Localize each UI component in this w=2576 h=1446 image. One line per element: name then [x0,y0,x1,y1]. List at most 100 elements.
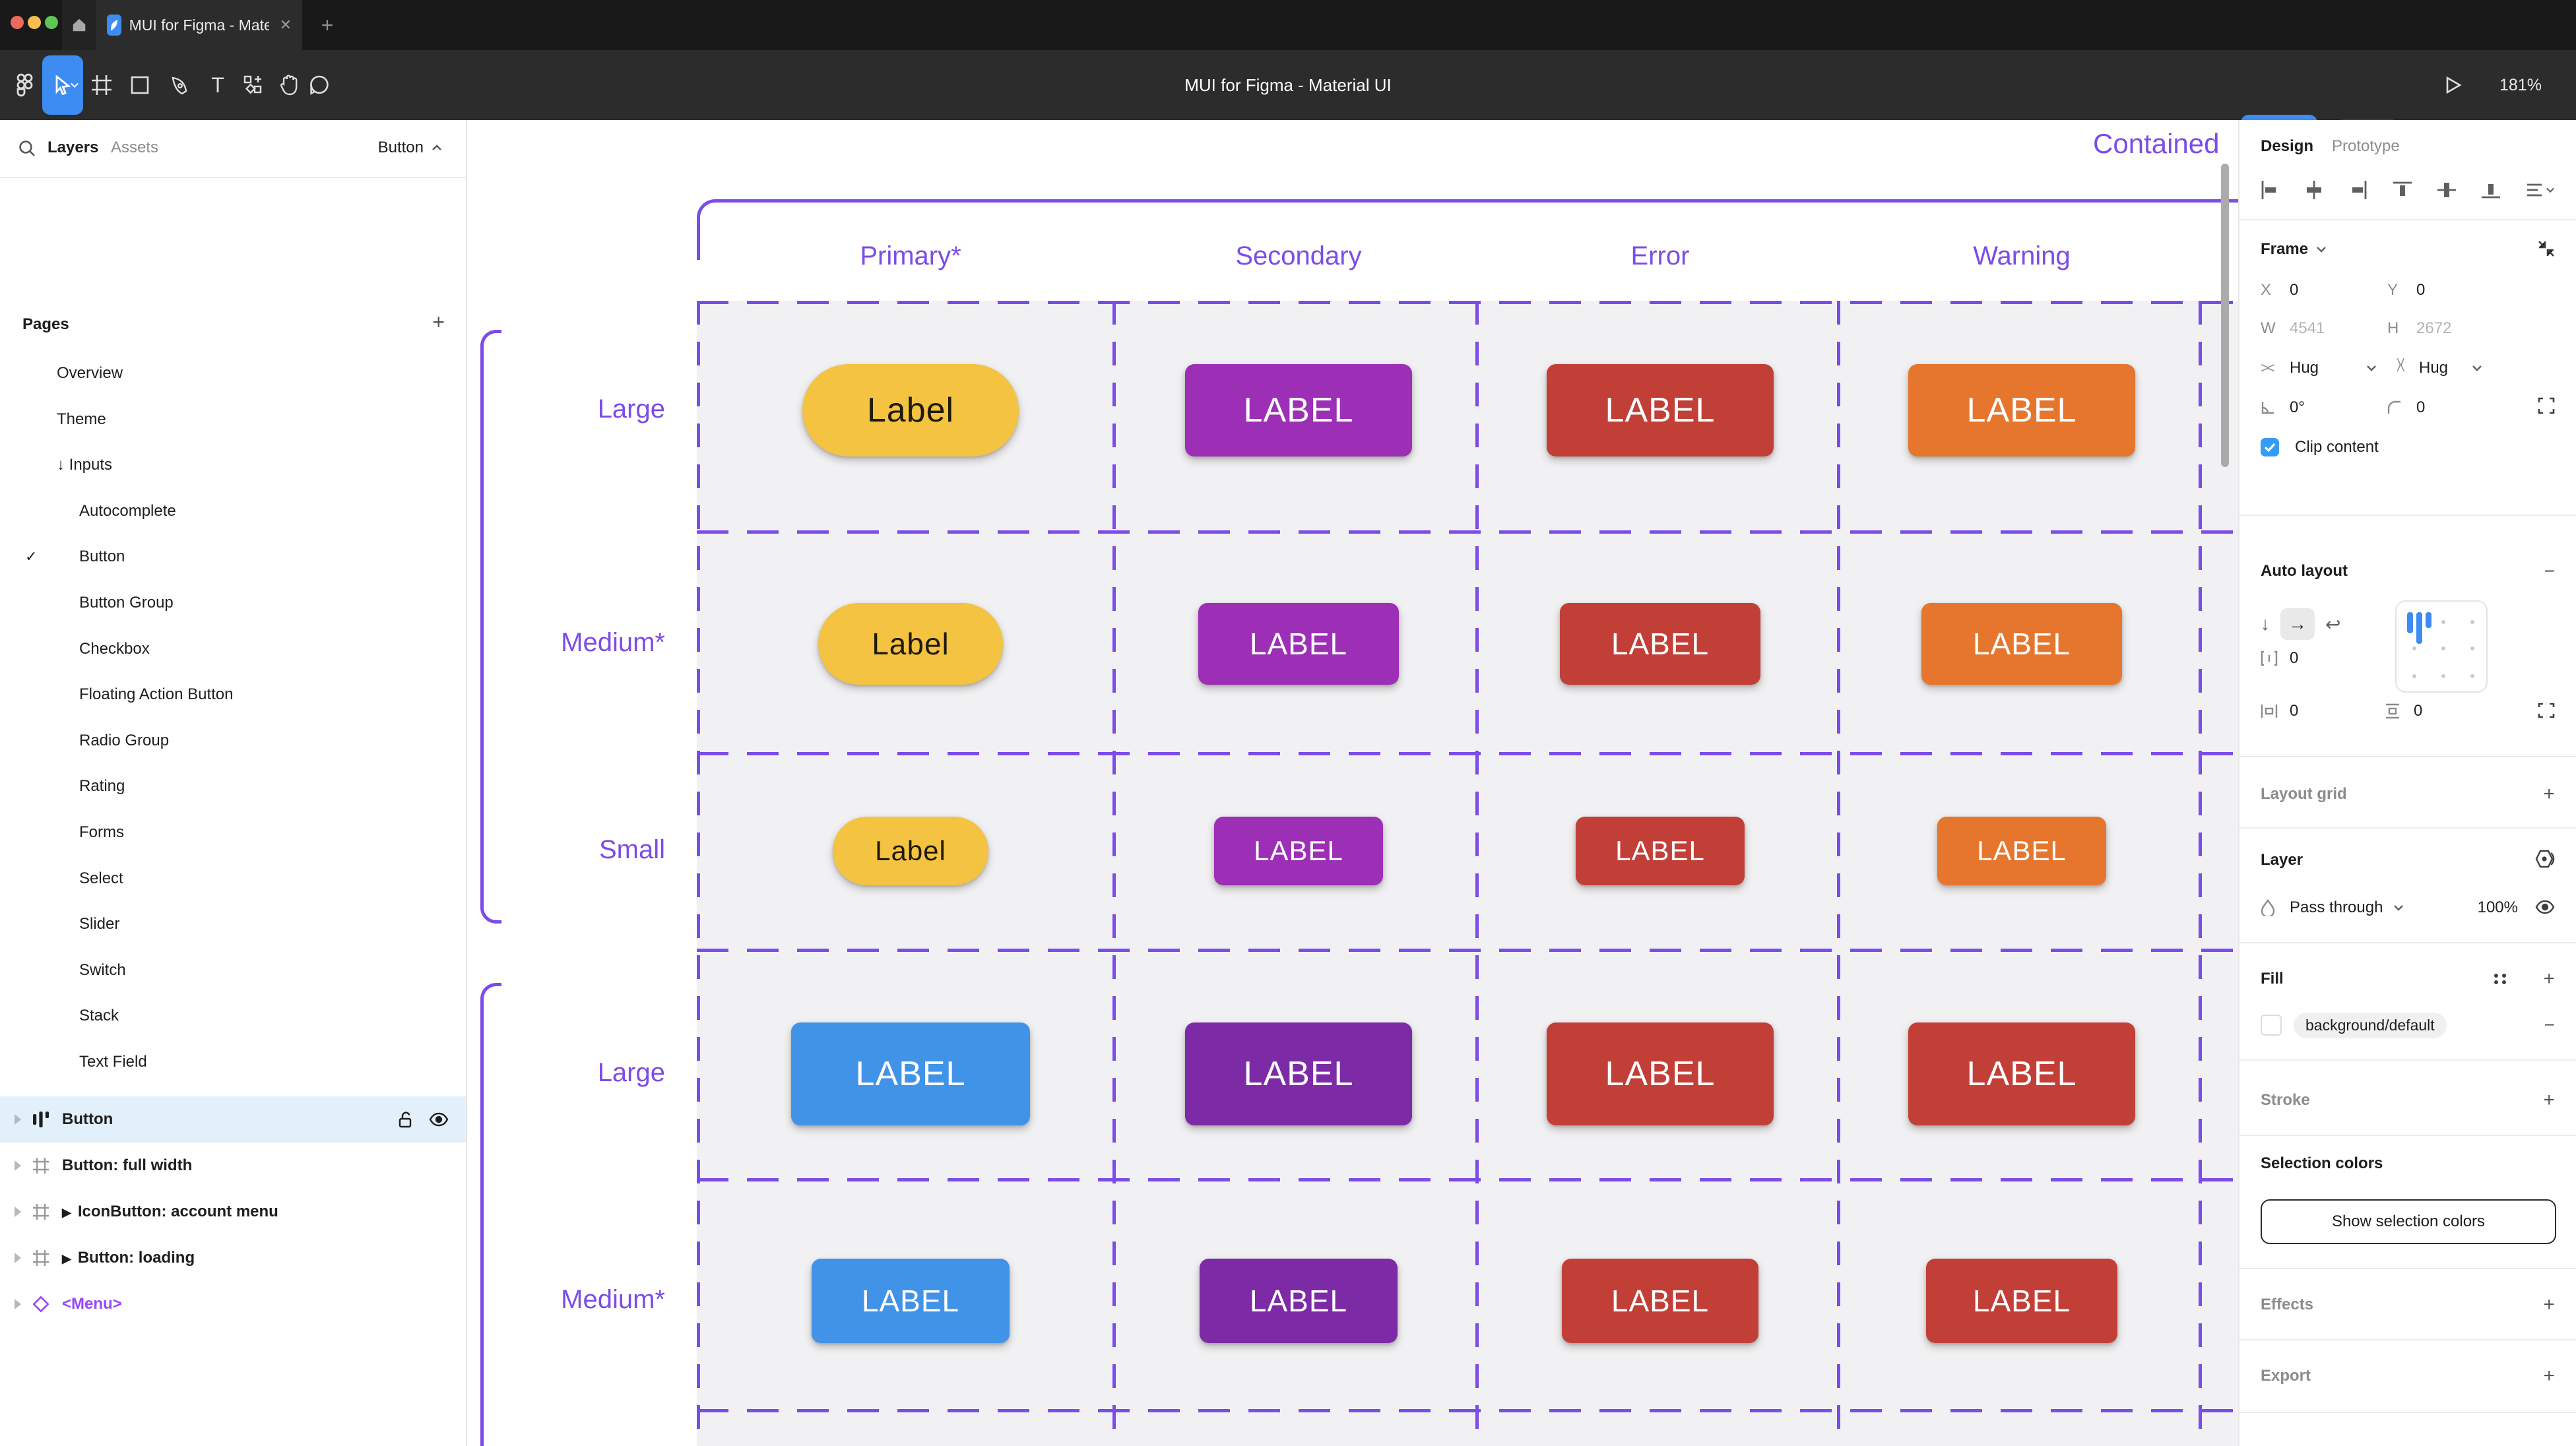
traffic-light-minimize[interactable] [28,16,41,29]
sidebar-page-item[interactable]: Forms [0,810,466,855]
expand-chevron-icon[interactable] [15,1207,21,1217]
clip-content-checkbox[interactable] [2261,438,2279,456]
independent-padding-icon[interactable] [2538,702,2555,719]
canvas-button-component[interactable]: LABEL [791,1022,1030,1125]
fill-token-chip[interactable]: background/default [2294,1012,2447,1038]
canvas-button-component[interactable]: LABEL [1562,1259,1758,1343]
align-right-icon[interactable] [2349,181,2367,199]
expand-chevron-icon[interactable] [15,1253,21,1263]
canvas-button-component[interactable]: LABEL [1200,1259,1398,1343]
h-field[interactable]: 2672 [2416,319,2452,337]
canvas-button-component[interactable]: LABEL [812,1259,1010,1343]
direction-vertical-icon[interactable]: ↓ [2261,613,2270,634]
layer-row[interactable]: ▶Button: loading [0,1235,466,1281]
text-tool-icon[interactable]: T [211,73,224,97]
tab-layers[interactable]: Layers [48,139,99,156]
canvas-button-component[interactable]: Label [833,817,988,885]
sidebar-page-item[interactable]: Checkbox [0,627,466,672]
sidebar-page-item[interactable]: Overview [0,351,466,396]
traffic-light-zoom[interactable] [45,16,58,29]
canvas-scrollbar[interactable] [2221,164,2229,467]
align-bottom-icon[interactable] [2482,181,2500,199]
frame-section-title[interactable]: Frame [2261,240,2309,258]
distribute-menu-icon[interactable] [2526,181,2555,199]
canvas-button-component[interactable]: LABEL [1547,364,1774,456]
hug-vertical-value[interactable]: Hug [2419,359,2449,377]
blend-mode-value[interactable]: Pass through [2290,898,2383,916]
zoom-level[interactable]: 181% [2499,75,2542,94]
tab-assets[interactable]: Assets [111,139,159,156]
sidebar-page-item[interactable]: Select [0,856,466,901]
sidebar-page-item[interactable]: Radio Group [0,718,466,763]
gap-value[interactable]: 0 [2290,649,2299,667]
canvas-button-component[interactable]: LABEL [1921,603,2122,685]
blend-mode-icon[interactable] [2535,850,2555,868]
canvas-button-component[interactable]: LABEL [1547,1022,1774,1125]
align-top-icon[interactable] [2393,181,2412,199]
search-icon[interactable] [18,140,36,157]
figma-menu-icon[interactable] [11,50,40,120]
sidebar-page-item[interactable]: Slider [0,902,466,947]
add-stroke-icon[interactable]: + [2543,1089,2555,1111]
remove-auto-layout-icon[interactable]: − [2544,561,2555,581]
direction-horizontal-icon-selected[interactable]: → [2280,608,2315,640]
frame-type-chevron-icon[interactable] [2316,246,2327,253]
canvas-button-component[interactable]: LABEL [1937,817,2106,885]
file-tab[interactable]: MUI for Figma - Material UI ✕ [96,0,302,50]
horizontal-padding-value[interactable]: 0 [2290,702,2299,720]
layer-visible-eye-icon[interactable] [2535,900,2555,914]
layer-row[interactable]: <Menu> [0,1281,466,1327]
rotation-value[interactable]: 0° [2290,398,2305,416]
tab-close-icon[interactable]: ✕ [279,16,292,33]
present-icon[interactable] [2443,50,2464,120]
canvas-button-component[interactable]: Label [818,603,1003,685]
sidebar-page-item[interactable]: Rating [0,764,466,809]
align-left-icon[interactable] [2261,181,2279,199]
direction-wrap-icon[interactable]: ↩ [2325,613,2341,635]
collapse-panel-icon[interactable] [2538,240,2555,257]
expand-chevron-icon[interactable] [15,1299,21,1309]
sidebar-page-item[interactable]: Floating Action Button [0,672,466,717]
page-selector[interactable]: Button [378,139,442,157]
eye-icon[interactable] [429,1112,449,1127]
sidebar-page-item[interactable]: Switch [0,948,466,993]
comment-tool-icon[interactable] [307,50,331,120]
frame-tool-icon[interactable] [90,50,113,120]
corner-radius-value[interactable]: 0 [2416,398,2426,416]
show-selection-colors-button[interactable]: Show selection colors [2261,1199,2556,1244]
unlock-icon[interactable] [397,1111,413,1128]
new-tab-button[interactable]: + [321,13,334,37]
sidebar-page-item[interactable]: Stack [0,993,466,1038]
clip-content-row[interactable]: Clip content [2261,431,2555,463]
expand-chevron-icon[interactable] [15,1114,21,1125]
add-layout-grid-icon[interactable]: + [2543,783,2555,805]
pen-tool-icon[interactable] [168,50,191,120]
remove-fill-icon[interactable]: − [2544,1015,2555,1035]
home-button[interactable] [62,0,96,50]
align-horizontal-center-icon[interactable] [2305,181,2323,199]
sidebar-page-item[interactable]: Button Group [0,581,466,625]
canvas-button-component[interactable]: LABEL [1185,364,1412,456]
canvas-button-component[interactable]: LABEL [1908,364,2135,456]
hug-horizontal-value[interactable]: Hug [2290,359,2319,377]
canvas-button-component[interactable]: LABEL [1198,603,1399,685]
canvas-button-component[interactable]: LABEL [1576,817,1745,885]
layer-row[interactable]: Button: full width [0,1143,466,1189]
move-tool-selected[interactable] [42,55,83,115]
sidebar-page-item[interactable]: Autocomplete [0,489,466,534]
canvas-button-component[interactable]: LABEL [1214,817,1383,885]
alignment-widget[interactable] [2395,600,2488,693]
resources-tool-icon[interactable] [242,50,265,120]
hand-tool-icon[interactable] [277,50,301,120]
canvas-button-component[interactable]: LABEL [1908,1022,2135,1125]
canvas-button-component[interactable]: Label [802,364,1019,456]
opacity-value[interactable]: 100% [2477,898,2518,916]
add-fill-icon[interactable]: + [2543,968,2555,990]
shape-tool-icon[interactable] [128,50,152,120]
layer-row[interactable]: Button [0,1096,466,1143]
tab-design[interactable]: Design [2261,137,2314,155]
tab-prototype[interactable]: Prototype [2332,137,2400,155]
fill-swatch[interactable] [2261,1015,2282,1036]
move-tool-chevron-icon[interactable] [70,82,79,88]
